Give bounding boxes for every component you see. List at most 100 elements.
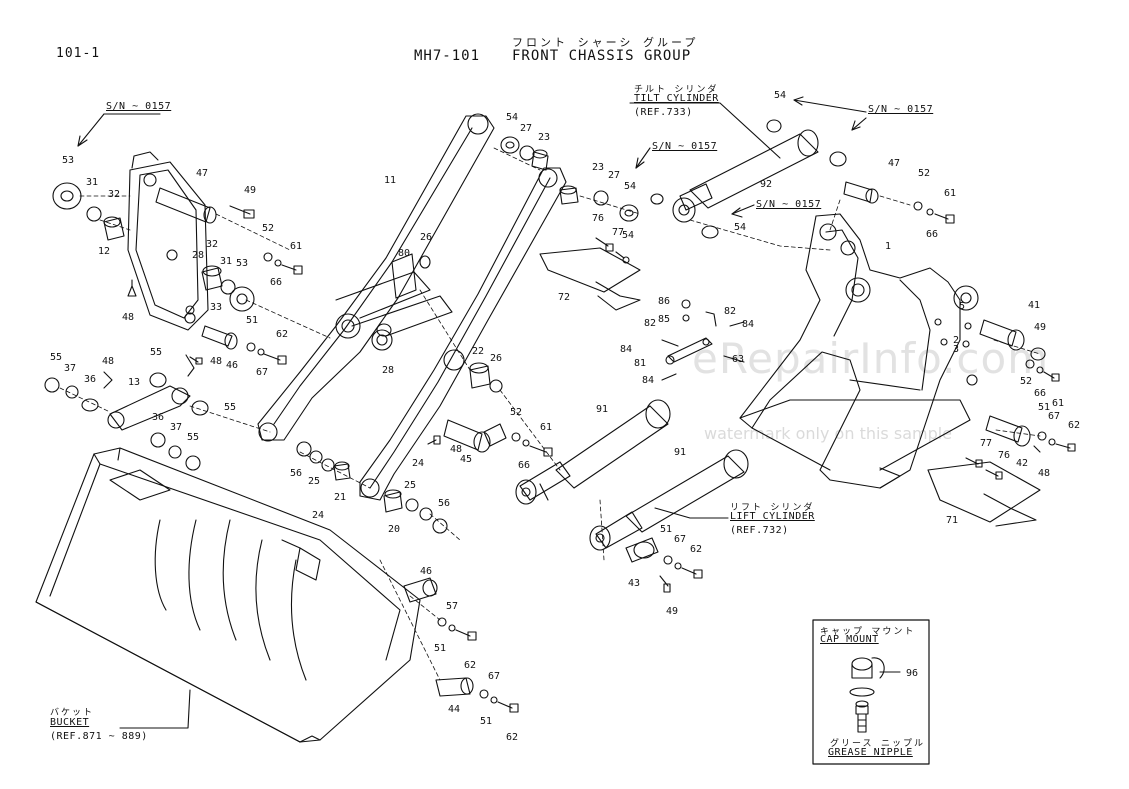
cap-mount-label: CAP MOUNT	[820, 634, 879, 645]
boom-11	[257, 113, 495, 442]
part-number-label: 52	[510, 407, 522, 418]
part-number-label: 32	[108, 189, 120, 200]
part-number-label: 48	[1038, 468, 1050, 479]
part-number-label: 66	[518, 460, 530, 471]
part-number-label: 37	[170, 422, 182, 433]
part-number-label: 36	[84, 374, 96, 385]
part-number-label: 55	[187, 432, 199, 443]
part-number-label: 55	[50, 352, 62, 363]
part-number-label: 86	[658, 296, 670, 307]
part-number-label: 25	[404, 480, 416, 491]
part-number-label: 67	[1048, 411, 1060, 422]
lift-cylinder-kana: リフト シリンダ	[730, 503, 815, 513]
serial-tag: S/N ~ 0157	[868, 104, 934, 115]
part-number-label: 77	[980, 438, 992, 449]
part-number-label: 37	[64, 363, 76, 374]
part-number-label: 52	[1020, 376, 1032, 387]
part-number-label: 66	[1034, 388, 1046, 399]
part-number-label: 51	[1038, 402, 1050, 413]
cap-mount-kana: キャップ マウント	[820, 627, 916, 637]
part-number-label: 77	[612, 227, 624, 238]
tilt-cylinder	[650, 129, 819, 239]
bucket-ref: (REF.871 ~ 889)	[50, 731, 148, 742]
tilt-cylinder-ref: (REF.733)	[634, 107, 693, 118]
serial-arrow-mid	[635, 147, 755, 218]
part-number-label: 48	[102, 356, 114, 367]
link-13	[107, 372, 191, 431]
watermark: eRepairInfo.com	[692, 334, 1050, 383]
part-number-label: 26	[420, 232, 432, 243]
serial-tag: S/N ~ 0157	[106, 101, 172, 112]
part-number-label: 25	[308, 476, 320, 487]
part-number-label: 24	[312, 510, 324, 521]
part-number-label: 23	[538, 132, 550, 143]
lift-cylinder-ref: (REF.732)	[730, 525, 789, 536]
part-number-label: 63	[732, 354, 744, 365]
part-number-label: 43	[628, 578, 640, 589]
serial-arrow-left	[77, 113, 161, 147]
page-number: 101-1	[56, 46, 101, 61]
part-number-label: 62	[690, 544, 702, 555]
part-number-label: 55	[224, 402, 236, 413]
part-number-label: 84	[642, 375, 654, 386]
part-number-label: 82	[724, 306, 736, 317]
grease-nipple-kana: グリース ニップル	[830, 739, 925, 749]
part-number-label: 42	[1016, 458, 1028, 469]
bucket-kana: バケット	[50, 708, 95, 718]
tilt-cylinder-label: TILT CYLINDER	[634, 93, 719, 104]
part-number-label: 61	[540, 422, 552, 433]
part-number-label: 32	[206, 239, 218, 250]
part-number-label: 51	[246, 315, 258, 326]
part-number-label: 56	[438, 498, 450, 509]
part-number-label: 82	[644, 318, 656, 329]
boom-11b	[351, 167, 567, 501]
part-number-label: 62	[464, 660, 476, 671]
bucket	[35, 447, 421, 743]
part-number-label: 54	[624, 181, 636, 192]
part-number-label: 66	[270, 277, 282, 288]
part-number-label: 20	[388, 524, 400, 535]
part-number-label: 80	[398, 248, 410, 259]
part-number-label: 67	[488, 671, 500, 682]
watermark-note: watermark only on this sample	[704, 424, 953, 443]
part-number-label: 54	[774, 90, 786, 101]
part-number-label: 53	[62, 155, 74, 166]
part-number-label: 46	[420, 566, 432, 577]
part-number-label: 54	[622, 230, 634, 241]
part-number-label: 84	[620, 344, 632, 355]
part-number-label: 44	[448, 704, 460, 715]
part-number-label: 61	[944, 188, 956, 199]
chassis-frame	[739, 213, 979, 489]
part-number-label: 28	[382, 365, 394, 376]
part-number-label: 36	[152, 412, 164, 423]
part-number-label: 21	[334, 492, 346, 503]
part-number-label: 51	[660, 524, 672, 535]
part-number-label: 46	[226, 360, 238, 371]
part-number-label: 66	[926, 229, 938, 240]
serial-tag: S/N ~ 0157	[756, 199, 822, 210]
part-number-label: 49	[244, 185, 256, 196]
part-number-label: 1	[885, 241, 891, 252]
part-number-label: 52	[918, 168, 930, 179]
part-number-label: 13	[128, 377, 140, 388]
part-number-label: 12	[98, 246, 110, 257]
part-number-label: 51	[480, 716, 492, 727]
part-number-label: 67	[674, 534, 686, 545]
part-number-label: 48	[450, 444, 462, 455]
part-number-label: 51	[434, 643, 446, 654]
part-number-label: 27	[520, 123, 532, 134]
part-number-label: 61	[290, 241, 302, 252]
part-number-label: 22	[472, 346, 484, 357]
part-number-label: 96	[906, 668, 918, 679]
serial-tag: S/N ~ 0157	[652, 141, 718, 152]
part-number-label: 2	[953, 335, 959, 346]
part-number-label: 23	[592, 162, 604, 173]
part-number-label: 62	[1068, 420, 1080, 431]
part-number-label: 62	[506, 732, 518, 743]
bucket-label: BUCKET	[50, 717, 90, 728]
part-number-label: 54	[506, 112, 518, 123]
lift-cylinder-upper	[515, 399, 671, 505]
part-number-label: 31	[86, 177, 98, 188]
part-number-label: 24	[412, 458, 424, 469]
